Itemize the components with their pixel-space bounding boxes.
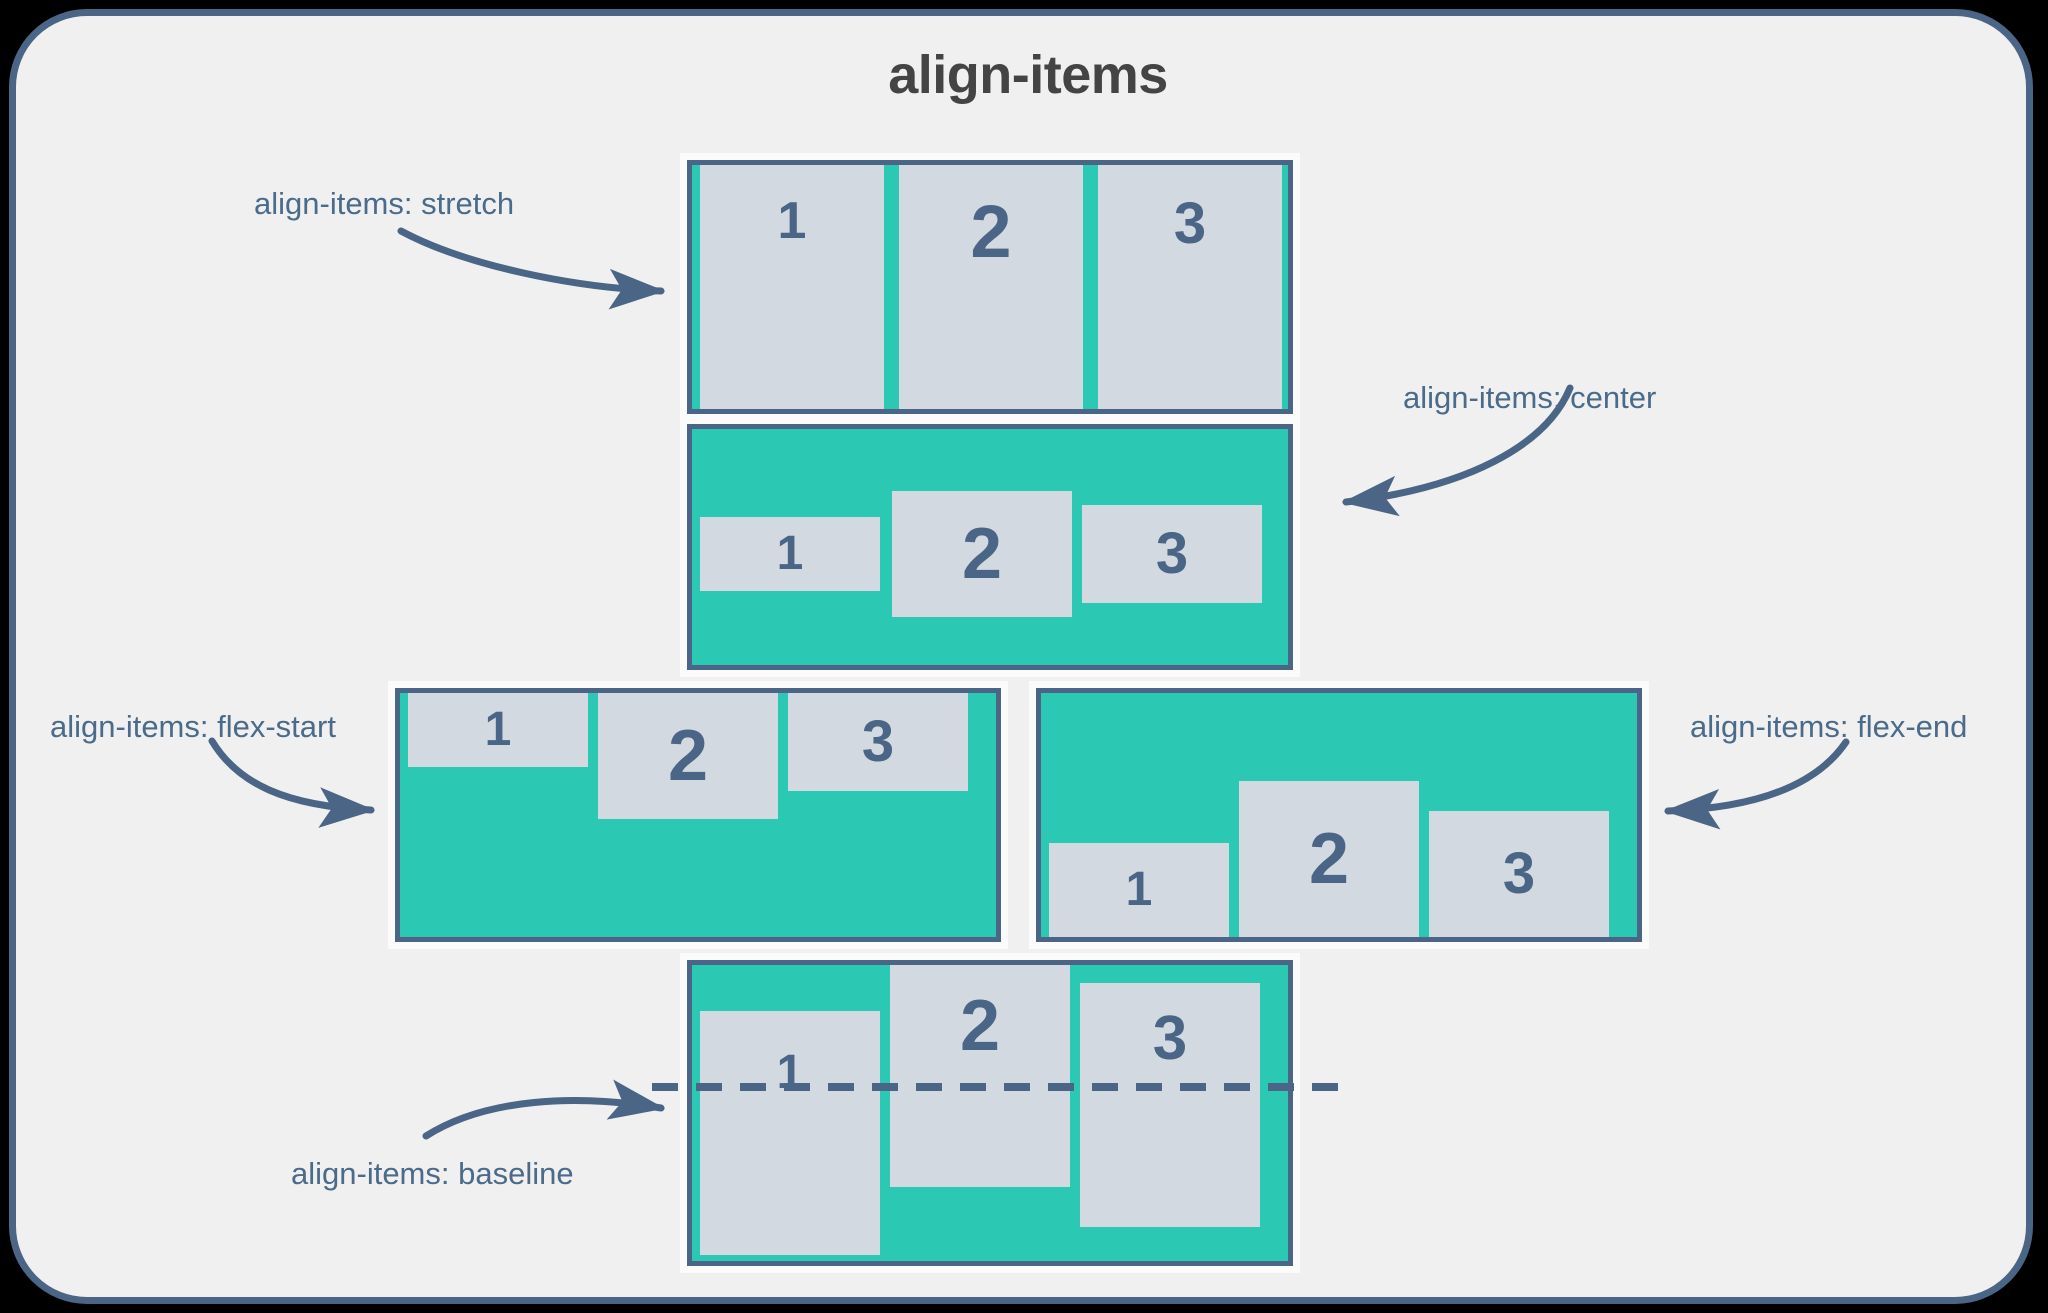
arrow-flex-start: [208, 737, 376, 828]
page-title: align-items: [888, 45, 1168, 105]
demo-flex-start: 1 2 3: [388, 681, 1008, 949]
flex-item-label: 1: [777, 192, 807, 250]
flex-item-3: 3: [788, 693, 968, 791]
label-align-items-center: align-items: center: [1403, 380, 1657, 415]
demo-stretch: 1 2 3: [680, 153, 1300, 421]
flex-item-3: 3: [1080, 983, 1260, 1227]
baseline-guide: [652, 1083, 1352, 1091]
flex-container-flex-end: 1 2 3: [1036, 688, 1642, 942]
flex-item-label: 1: [1125, 863, 1153, 916]
flex-item-1: 1: [700, 517, 880, 591]
flex-item-label: 2: [961, 514, 1003, 594]
label-align-items-baseline: align-items: baseline: [291, 1156, 574, 1191]
flex-item-2: 2: [598, 693, 778, 819]
flex-item-3: 3: [1098, 165, 1282, 409]
flex-item-label: 3: [1152, 1004, 1188, 1073]
flex-item-2: 2: [890, 965, 1070, 1187]
demo-flex-end: 1 2 3: [1029, 681, 1649, 949]
arrow-baseline: [422, 1079, 666, 1140]
flex-item-label: 1: [776, 527, 804, 580]
label-align-items-stretch: align-items: stretch: [254, 186, 515, 221]
diagram-card: align-items align-items: stretch align-i…: [9, 9, 2033, 1304]
demo-baseline: 1 2 3: [652, 953, 1352, 1273]
flex-container-stretch: 1 2 3: [687, 160, 1293, 414]
flex-item-3: 3: [1082, 505, 1262, 603]
flex-item-1: 1: [1049, 843, 1229, 937]
flex-item-label: 3: [1155, 521, 1189, 586]
flex-item-label: 2: [667, 716, 709, 796]
arrow-flex-end: [1663, 738, 1850, 830]
flex-container-baseline: 1 2 3: [687, 960, 1293, 1266]
flex-item-1: 1: [700, 165, 884, 409]
flex-item-label: 3: [861, 709, 895, 774]
flex-item-label: 2: [959, 986, 1001, 1066]
demo-center: 1 2 3: [680, 417, 1300, 677]
flex-item-label: 2: [970, 190, 1012, 273]
flex-item-2: 2: [899, 165, 1083, 409]
flex-item-2: 2: [892, 491, 1072, 617]
flex-item-2: 2: [1239, 781, 1419, 937]
flex-item-1: 1: [408, 693, 588, 767]
flex-item-label: 3: [1502, 841, 1536, 906]
label-align-items-flex-start: align-items: flex-start: [50, 709, 336, 744]
flex-container-center: 1 2 3: [687, 424, 1293, 670]
flex-item-3: 3: [1429, 811, 1609, 937]
arrow-stretch: [397, 227, 666, 310]
label-align-items-flex-end: align-items: flex-end: [1690, 709, 1968, 744]
flex-item-label: 2: [1308, 819, 1350, 899]
flex-item-label: 3: [1173, 191, 1207, 256]
flex-item-1: 1: [700, 1011, 880, 1255]
flex-item-label: 1: [484, 703, 512, 756]
flex-container-flex-start: 1 2 3: [395, 688, 1001, 942]
